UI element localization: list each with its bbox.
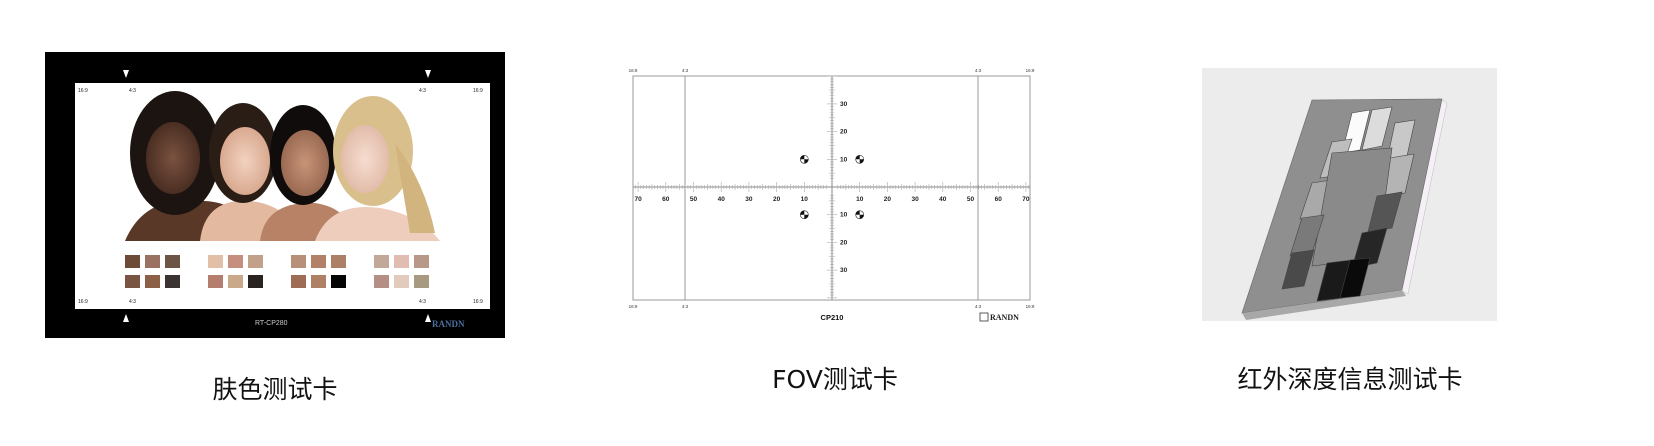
color-swatch: [291, 255, 306, 268]
ratio-label: 16:9: [473, 88, 483, 94]
v-tick-label: 20: [840, 239, 848, 246]
ratio-label: 4:3: [975, 304, 982, 309]
gray-level-tile: [1361, 106, 1393, 151]
color-swatch: [414, 275, 429, 288]
color-swatch: [145, 255, 160, 268]
ratio-label: 4:3: [419, 88, 426, 94]
h-tick-label: 70: [1022, 196, 1030, 203]
gray-level-tile: [1281, 249, 1315, 290]
caption-ir-depth-chart: 红外深度信息测试卡: [1237, 365, 1463, 394]
caption-skin-tone-chart: 肤色测试卡: [212, 375, 338, 404]
color-swatch: [394, 255, 409, 268]
color-swatch: [248, 275, 263, 288]
h-tick-label: 60: [995, 196, 1003, 203]
v-tick-label: 10: [840, 212, 848, 219]
h-tick-label: 60: [662, 196, 670, 203]
h-tick-label: 10: [856, 196, 864, 203]
ratio-label: 16:9: [78, 299, 88, 305]
brand-logo: RANDN: [990, 313, 1019, 322]
gray-level-tile: [1367, 191, 1403, 233]
color-swatch: [331, 275, 346, 288]
color-swatch: [311, 275, 326, 288]
fov-chart-image: 70 70 60 60 50 50 40 40 30 30 20 20 10 10 30 30 20 20 10 10…: [629, 68, 1035, 322]
gray-level-tile: [1351, 227, 1388, 269]
ratio-label: 16:9: [1026, 68, 1035, 73]
marker-triangle: [425, 314, 431, 322]
brand-logo: RANDN: [432, 319, 465, 329]
focus-target-quadrant: [800, 210, 809, 219]
color-swatch: [228, 255, 243, 268]
color-swatch: [145, 275, 160, 288]
focus-target-quadrant: [855, 155, 864, 164]
h-tick-label: 20: [884, 196, 892, 203]
h-tick-label: 50: [967, 196, 975, 203]
color-swatch: [291, 275, 306, 288]
color-swatch: [394, 275, 409, 288]
h-tick-label: 50: [690, 196, 698, 203]
color-swatch: [248, 255, 263, 268]
h-tick-label: 30: [911, 196, 919, 203]
ratio-label: 16:9: [78, 88, 88, 94]
portrait-photo: [125, 91, 440, 241]
brand-logo-icon: [979, 312, 989, 322]
ir-depth-board: [1241, 97, 1448, 320]
color-swatch: [125, 255, 140, 268]
color-swatch: [228, 275, 243, 288]
color-swatch: [208, 255, 223, 268]
ratio-label: 4:3: [129, 299, 136, 305]
marker-triangle: [123, 70, 129, 78]
ratio-label: 16:9: [473, 299, 483, 305]
ratio-label: 16:9: [629, 68, 638, 73]
focus-target-quadrant: [800, 155, 809, 164]
h-tick-label: 70: [634, 196, 642, 203]
chart-white-area: [75, 83, 490, 309]
color-swatch: [208, 275, 223, 288]
ratio-label: 4:3: [975, 68, 982, 73]
h-tick-label: 40: [939, 196, 947, 203]
ratio-label: 4:3: [682, 304, 689, 309]
caption-fov-chart: FOV测试卡: [772, 365, 898, 394]
h-tick-label: 40: [718, 196, 726, 203]
color-swatch: [311, 255, 326, 268]
ratio-label: 4:3: [129, 88, 136, 94]
v-tick-label: 10: [840, 156, 848, 163]
v-tick-label: 30: [840, 267, 848, 274]
skin-tone-chart-image: 16:9 4:3 4:3 16:9 16:9 4:3 4:3 16:9 RT-C…: [45, 52, 505, 338]
marker-triangle: [425, 70, 431, 78]
ratio-label: 4:3: [682, 68, 689, 73]
ratio-label: 16:9: [1026, 304, 1035, 309]
ratio-label: 4:3: [419, 299, 426, 305]
focus-target-quadrant: [855, 210, 864, 219]
h-tick-label: 20: [773, 196, 781, 203]
color-swatch: [374, 255, 389, 268]
color-swatch: [125, 275, 140, 288]
chart-model-label: RT-CP280: [255, 320, 288, 327]
chart-model-label: CP210: [821, 313, 844, 322]
h-tick-label: 30: [745, 196, 753, 203]
h-tick-label: 10: [801, 196, 809, 203]
ir-depth-chart-image: [1202, 68, 1497, 321]
color-swatch: [165, 275, 180, 288]
gray-level-tile: [1339, 257, 1371, 299]
marker-triangle: [123, 314, 129, 322]
v-tick-label: 20: [840, 129, 848, 136]
ratio-label: 16:9: [629, 304, 638, 309]
v-tick-label: 30: [840, 101, 848, 108]
color-swatch: [414, 255, 429, 268]
color-swatch: [331, 255, 346, 268]
color-swatch: [374, 275, 389, 288]
color-swatch: [165, 255, 180, 268]
